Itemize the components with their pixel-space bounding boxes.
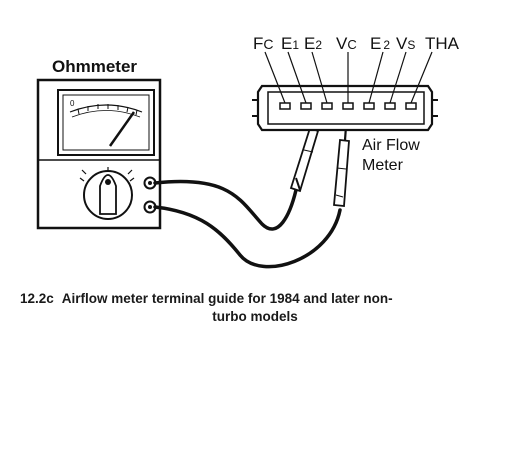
ohmmeter-display [57,89,155,156]
ohmmeter-label: Ohmmeter [52,57,137,76]
ohmmeter-scale [69,104,143,113]
ohmmeter: Ohmmeter 0 [36,57,162,230]
terminal-label-vs: VS [396,34,415,53]
lead-wire-upper [153,179,298,231]
device-label-line2: Meter [362,157,404,174]
lead-wire-lower [153,205,342,269]
terminal-leader-lines [264,51,433,104]
terminal-pin-fc[interactable] [279,102,291,110]
airflow-meter-connector [252,84,438,132]
terminal-label-tha: THA [425,34,460,53]
test-leads [153,179,342,269]
terminal-pin-vc[interactable] [342,102,354,110]
terminal-pin-e2[interactable] [321,102,333,110]
terminal-label-fc: FC [253,34,274,53]
scale-zero-mark: 0 [70,99,75,108]
terminal-pin-tha[interactable] [405,102,417,110]
terminal-pin-e2b[interactable] [363,102,375,110]
figure-caption: 12.2c Airflow meter terminal guide for 19… [20,290,510,326]
caption-line1: Airflow meter terminal guide for 1984 an… [61,291,393,306]
terminal-pin-vs[interactable] [384,102,396,110]
ohmmeter-needle [108,111,136,147]
caption-line2: turbo models [212,309,298,324]
terminal-label-vc: VC [336,34,357,53]
device-label-line1: Air Flow [362,137,420,154]
caption-number: 12.2c [20,291,54,306]
terminal-pin-e1[interactable] [300,102,312,110]
terminal-label-e1: E1 [281,34,299,53]
terminal-label-e2: E2 [304,34,322,53]
